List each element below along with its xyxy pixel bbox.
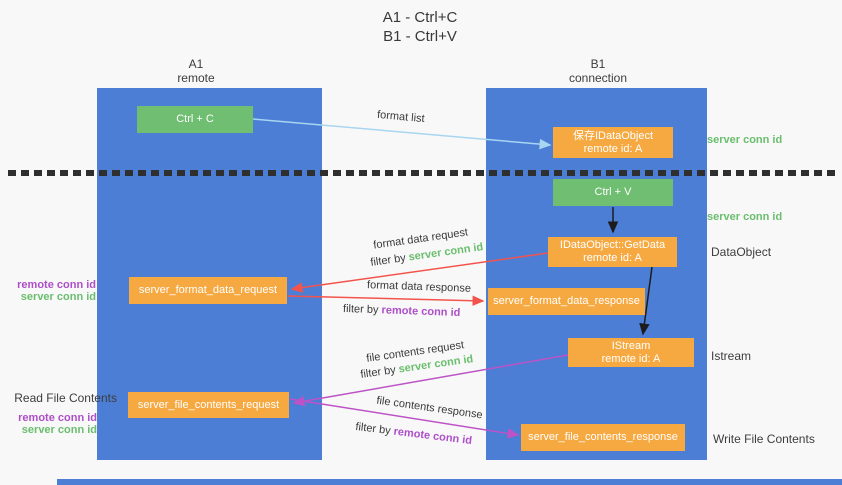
- node-istream-line2: remote id: A: [601, 352, 661, 365]
- dotted-divider-line: [8, 170, 838, 176]
- node-server-format-data-request-label: server_format_data_request: [138, 284, 278, 296]
- arrow-file-request-to-response: [289, 398, 520, 439]
- left-label-block-format: remote conn id server conn id: [0, 279, 96, 303]
- node-ctrl-c-label: Ctrl + C: [176, 113, 214, 125]
- node-ctrl-v-label: Ctrl + V: [594, 186, 632, 198]
- label-dataobject: DataObject: [711, 245, 772, 259]
- arrow-istream-to-file-request: [292, 354, 569, 407]
- node-getdata: IDataObject::GetData remote id: A: [548, 237, 677, 267]
- left-label-block-file: remote conn id server conn id: [0, 412, 97, 436]
- lane-b-id: B1: [590, 57, 606, 71]
- node-server-file-contents-response-label: server_file_contents_response: [528, 431, 678, 443]
- node-save-dataobject-line1: 保存IDataObject: [572, 129, 654, 142]
- arrow-format-request-to-response: [287, 295, 485, 306]
- node-ctrl-v: Ctrl + V: [553, 179, 673, 206]
- label-server-conn-id-top: server conn id: [707, 134, 783, 146]
- label-remote-conn-id-format: remote conn id: [17, 279, 96, 291]
- node-server-format-data-response-label: server_format_data_response: [493, 295, 640, 307]
- diagram-title: A1 - Ctrl+C B1 - Ctrl+V: [300, 8, 540, 46]
- lane-a-header: A1 remote: [146, 57, 246, 85]
- node-server-file-contents-response: server_file_contents_response: [521, 424, 685, 451]
- node-server-format-data-response: server_format_data_response: [488, 288, 645, 315]
- node-save-dataobject-line2: remote id: A: [583, 142, 643, 155]
- node-istream: IStream remote id: A: [568, 338, 694, 367]
- node-server-file-contents-request-label: server_file_contents_request: [137, 398, 280, 411]
- filter-by-text: filter by: [342, 302, 382, 317]
- label-remote-conn-id-file: remote conn id: [18, 412, 97, 424]
- lane-a-id: A1: [188, 57, 204, 71]
- node-server-file-contents-request: server_file_contents_request: [128, 392, 289, 418]
- label-server-conn-id-format: server conn id: [20, 291, 96, 303]
- node-istream-line1: IStream: [611, 339, 651, 352]
- label-server-conn-id-mid: server conn id: [707, 211, 783, 223]
- diagram-title-line1: A1 - Ctrl+C: [382, 9, 458, 26]
- node-save-dataobject: 保存IDataObject remote id: A: [553, 127, 673, 158]
- node-getdata-line2: remote id: A: [583, 252, 642, 264]
- lane-a-subtitle: remote: [177, 71, 215, 85]
- arrow-getdata-to-istream: [639, 266, 653, 336]
- bottom-blue-bar: [57, 479, 842, 485]
- label-istream: Istream: [711, 349, 752, 363]
- node-server-format-data-request: server_format_data_request: [129, 277, 287, 304]
- arrow-getdata-to-format-request: [290, 252, 549, 293]
- lane-b-header: B1 connection: [548, 57, 648, 85]
- label-read-file-contents: Read File Contents: [14, 391, 117, 405]
- lane-b-subtitle: connection: [568, 71, 628, 85]
- node-getdata-line1: IDataObject::GetData: [559, 239, 666, 251]
- diagram-title-line2: B1 - Ctrl+V: [383, 28, 457, 45]
- arrow-format-list: [252, 118, 552, 150]
- node-ctrl-c: Ctrl + C: [137, 106, 253, 133]
- label-write-file-contents: Write File Contents: [713, 432, 815, 446]
- label-server-conn-id-file: server conn id: [21, 424, 97, 436]
